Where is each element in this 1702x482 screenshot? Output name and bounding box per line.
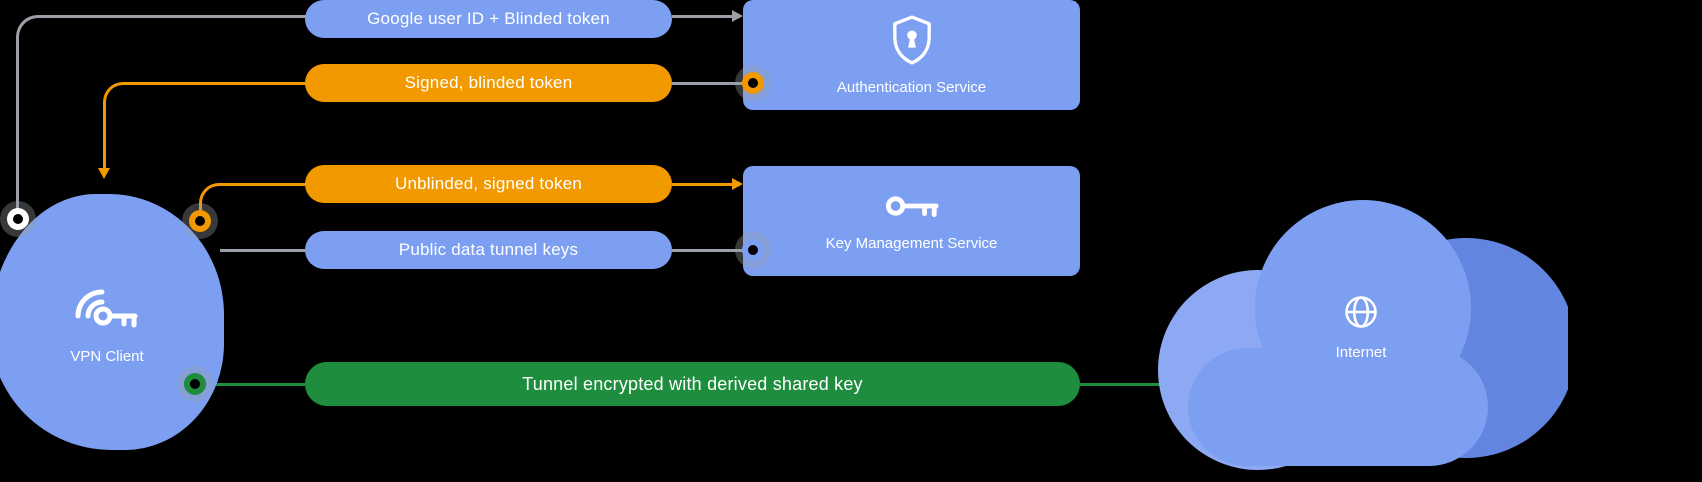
internet-cloud xyxy=(1158,198,1576,482)
flow-line-google-user-id-right xyxy=(672,15,734,18)
globe-icon xyxy=(1343,294,1379,335)
internet-label: Internet xyxy=(1335,344,1387,361)
flow-line-google-user-id xyxy=(16,15,308,223)
internet-node: Internet xyxy=(1296,294,1426,361)
vpn-client-node: VPN Client xyxy=(0,194,224,450)
connector-node-vpn-left xyxy=(7,208,29,230)
message-pill-encrypted-tunnel: Tunnel encrypted with derived shared key xyxy=(305,362,1080,406)
shield-keyhole-icon xyxy=(891,14,933,70)
arrowhead-into-kms xyxy=(732,178,743,190)
message-pill-signed-blinded-token: Signed, blinded token xyxy=(305,64,672,102)
key-icon xyxy=(884,191,940,226)
vpn-client-label: VPN Client xyxy=(70,348,144,365)
flow-line-signed-token-right xyxy=(672,82,748,85)
flow-line-tunnel-right xyxy=(1080,383,1168,386)
kms-label: Key Management Service xyxy=(825,234,998,252)
connector-node-auth-service xyxy=(742,72,764,94)
message-pill-google-user-id: Google user ID + Blinded token xyxy=(305,0,672,38)
flow-line-signed-token-left xyxy=(103,82,308,173)
arrowhead-into-auth-service xyxy=(732,10,743,22)
cloud-shape xyxy=(1158,200,1576,470)
connector-node-vpn-green xyxy=(184,373,206,395)
message-pill-unblinded-signed-token: Unblinded, signed token xyxy=(305,165,672,203)
message-pill-public-data-tunnel-keys: Public data tunnel keys xyxy=(305,231,672,269)
flow-line-tunnel-keys-left xyxy=(220,249,305,252)
auth-service-node: Authentication Service xyxy=(743,0,1080,110)
flow-line-unblinded-token-left xyxy=(199,183,308,226)
flow-line-tunnel-left xyxy=(196,383,305,386)
flow-line-unblinded-token-right xyxy=(672,183,734,186)
connector-node-kms xyxy=(742,239,764,261)
arrowhead-into-vpn-client xyxy=(98,168,110,179)
connector-node-vpn-right-orange xyxy=(189,210,211,232)
flow-line-tunnel-keys-right xyxy=(672,249,748,252)
wifi-key-icon xyxy=(75,279,139,336)
auth-service-label: Authentication Service xyxy=(836,78,987,96)
kms-node: Key Management Service xyxy=(743,166,1080,276)
